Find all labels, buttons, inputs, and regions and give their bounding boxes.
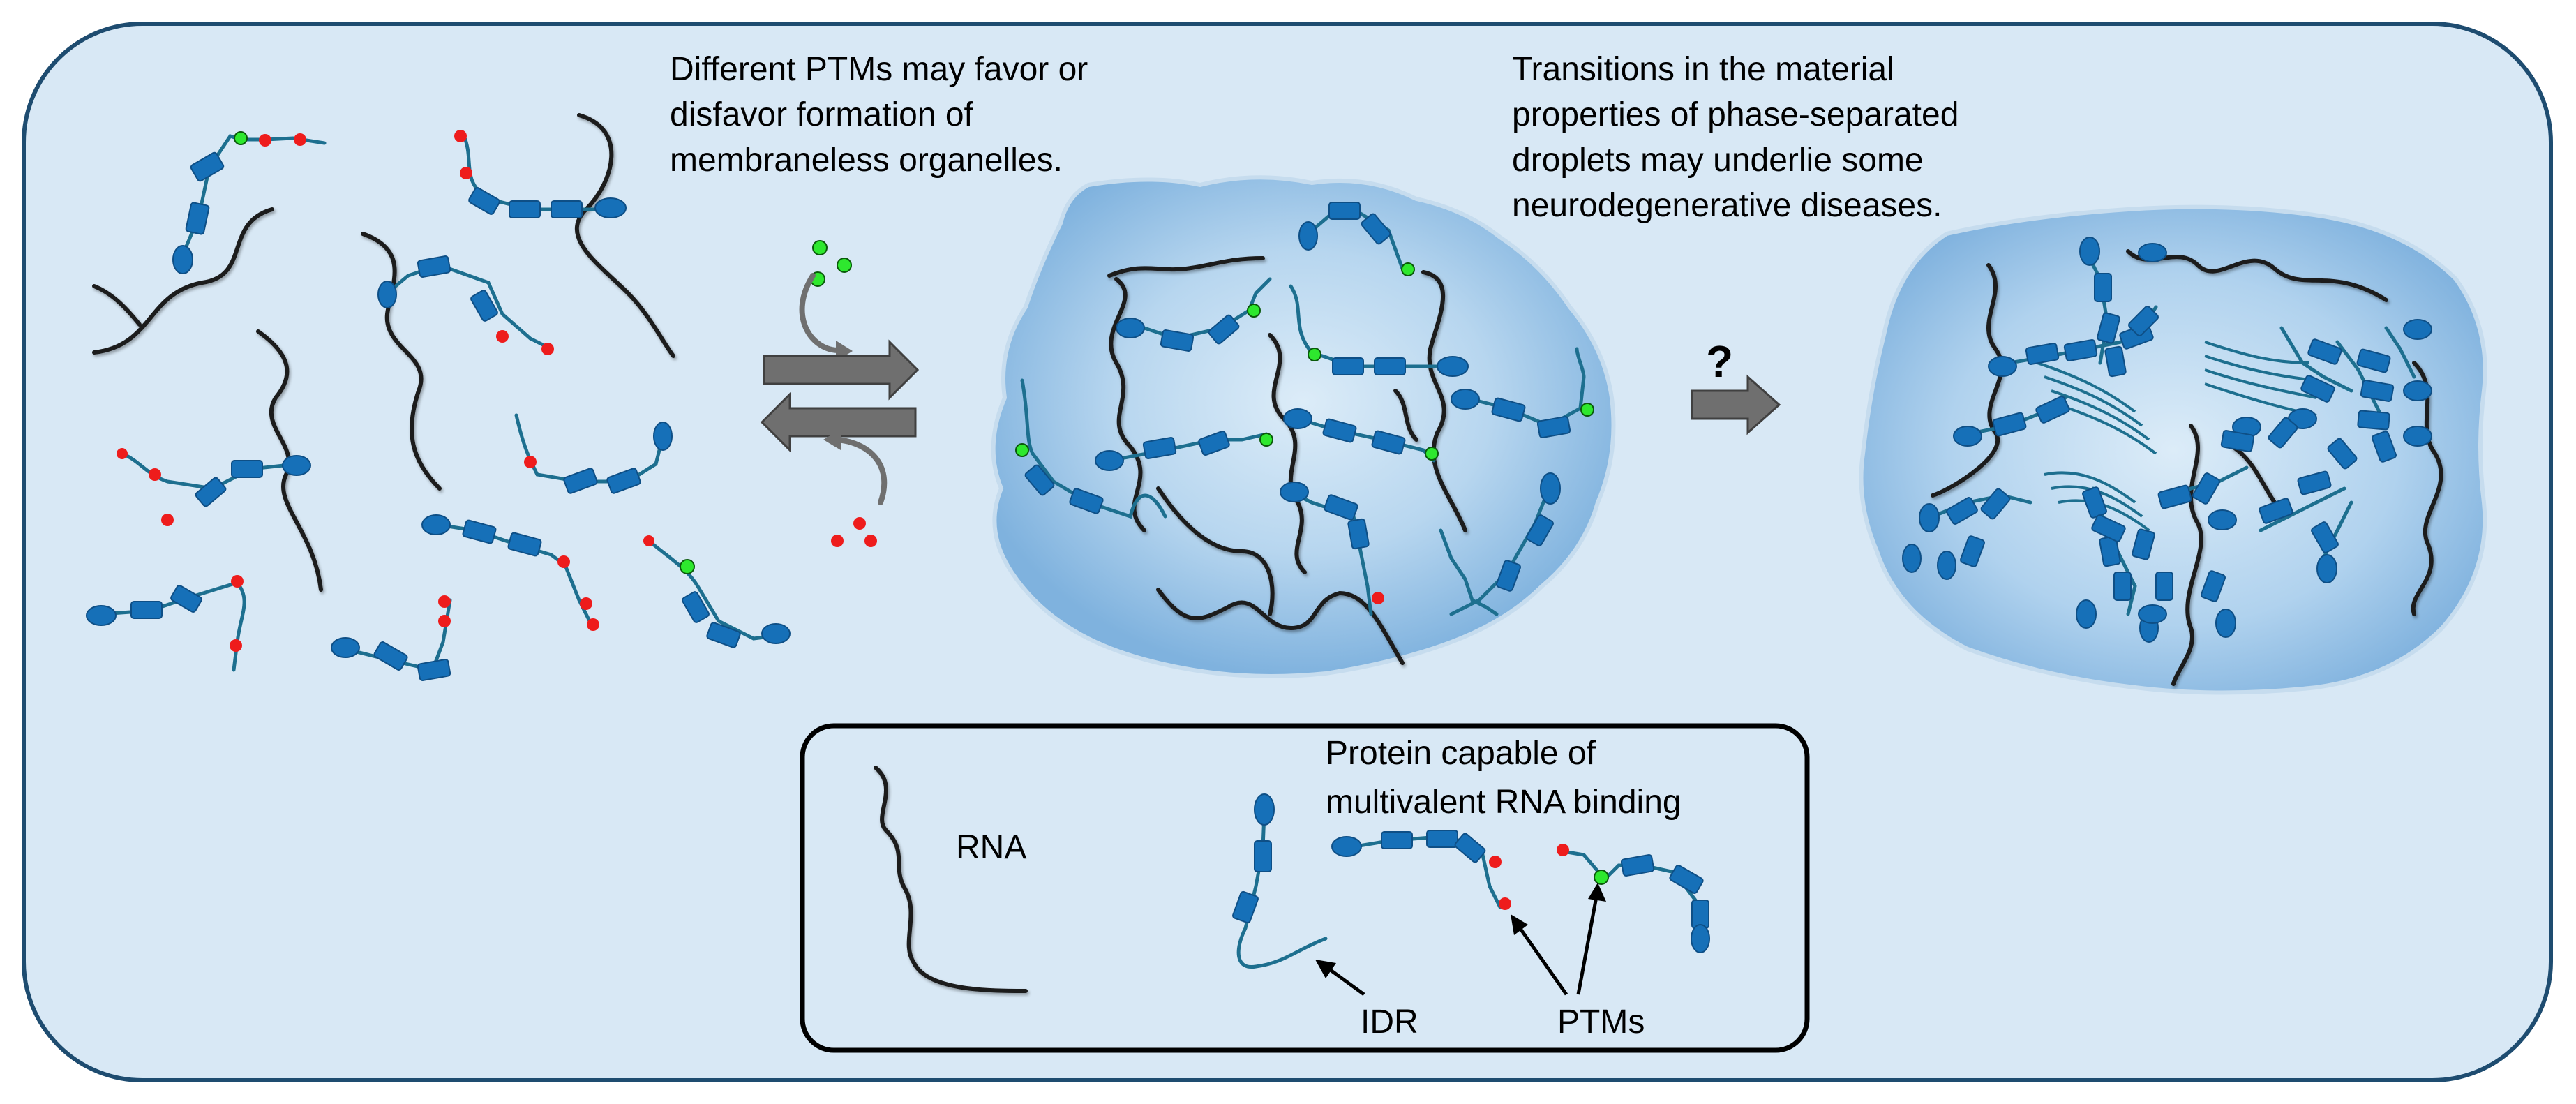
red-ptm-curve-arrowhead	[823, 429, 841, 450]
green-ptm-curve-arrow	[799, 273, 840, 353]
equilibrium-arrows	[760, 240, 920, 547]
legend-protein-idr	[1232, 793, 1328, 969]
ptm-note-line-3: membraneless organelles.	[670, 142, 1063, 179]
dispersed-molecules	[86, 113, 791, 682]
aggregated-droplet	[1859, 204, 2487, 695]
ptm-note-line-2: disfavor formation of	[670, 96, 974, 133]
droplet-ptms	[1015, 262, 1594, 604]
dispersed-protein-domains	[86, 151, 791, 682]
phase-separated-droplet	[991, 175, 1616, 678]
transition-note-line-2: properties of phase-separated	[1512, 96, 1959, 133]
legend-protein-green-ptm	[1557, 844, 1710, 953]
ptm-pointer-head-green	[1588, 883, 1606, 902]
transition-note-line-4: neurodegenerative diseases.	[1512, 187, 1942, 224]
ptm-pointer-line-red	[1515, 923, 1568, 996]
aggregate-rna-strands	[1931, 249, 2443, 686]
ptm-pointer-head-red	[1511, 914, 1528, 935]
legend-frame	[800, 723, 1810, 1053]
dispersed-ptms	[117, 130, 695, 652]
ptm-note-line-1: Different PTMs may favor or	[670, 51, 1088, 88]
idr-pointer-head	[1315, 960, 1336, 978]
transition-note-line-1: Transitions in the material	[1512, 51, 1894, 88]
red-ptm-curve-arrow	[834, 437, 888, 505]
dispersed-rna-strands	[92, 113, 675, 592]
incoming-green-ptms	[810, 240, 852, 287]
legend-box: RNA Protein capable of multivalent RNA b…	[800, 723, 1810, 1053]
legend-rna-symbol	[874, 766, 1028, 993]
ptm-pointer-line-green	[1576, 896, 1598, 995]
legend-protein-label-line-2: multivalent RNA binding	[1326, 784, 1682, 821]
droplet-rna-strands	[1107, 256, 1467, 665]
droplet-protein-domains	[1024, 202, 1571, 592]
legend-protein-label-line-1: Protein capable of	[1326, 735, 1596, 772]
transition-note-line-3: droplets may underlie some	[1512, 142, 1924, 179]
legend-ptms-label: PTMs	[1557, 1004, 1645, 1040]
reverse-arrow	[760, 391, 917, 453]
released-red-ptms	[831, 517, 877, 547]
legend-protein-red-ptm	[1331, 830, 1511, 910]
question-mark: ?	[1706, 336, 1733, 387]
idr-pointer-line	[1324, 964, 1365, 997]
forward-arrow	[763, 339, 920, 401]
aggregate-protein-domains	[1902, 237, 2432, 643]
legend-rna-label: RNA	[956, 829, 1026, 866]
legend-idr-label: IDR	[1361, 1004, 1418, 1040]
transition-arrow	[1691, 374, 1781, 435]
aggregate-fibrils	[2037, 341, 2317, 532]
